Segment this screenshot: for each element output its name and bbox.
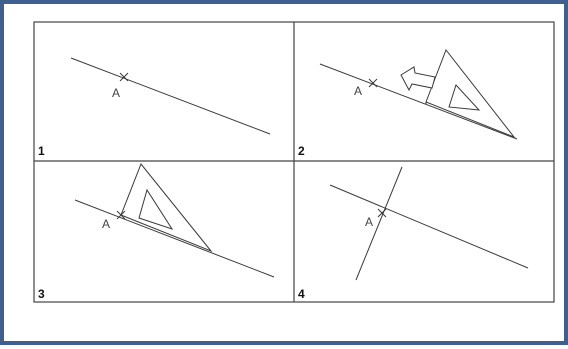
panel-1-line (70, 57, 271, 135)
panel-2-set-square-cutout (448, 84, 481, 111)
panel-3-point-label: A (102, 217, 110, 231)
panel-2-line (319, 63, 518, 140)
panel-1-point-mark (119, 72, 129, 82)
panel-4-number: 4 (298, 287, 305, 301)
panel-1-point-label: A (112, 86, 120, 100)
panel-2-point-mark (368, 78, 378, 88)
panel-2-number: 2 (298, 144, 305, 158)
panel-1-number: 1 (38, 144, 45, 158)
panel-2: A 2 (298, 48, 518, 158)
panel-3-set-square-cutout (138, 188, 174, 230)
panel-2-direction-arrow-icon (400, 66, 436, 92)
panel-1: A 1 (38, 57, 271, 158)
panel-3-number: 3 (38, 287, 45, 301)
panel-4-perpendicular-line (355, 166, 403, 281)
panel-4-point-label: A (365, 215, 373, 229)
panel-4-line (329, 184, 529, 269)
construction-diagram: A 1 A 2 A (33, 21, 555, 303)
panel-4: A 4 (298, 166, 529, 301)
panel-3-set-square (120, 163, 213, 253)
panel-2-set-square (425, 48, 516, 139)
panel-3-line (74, 199, 275, 278)
panel-2-point-label: A (354, 84, 362, 98)
panel-4-point-mark (377, 208, 387, 218)
panel-3: A 3 (38, 163, 275, 301)
